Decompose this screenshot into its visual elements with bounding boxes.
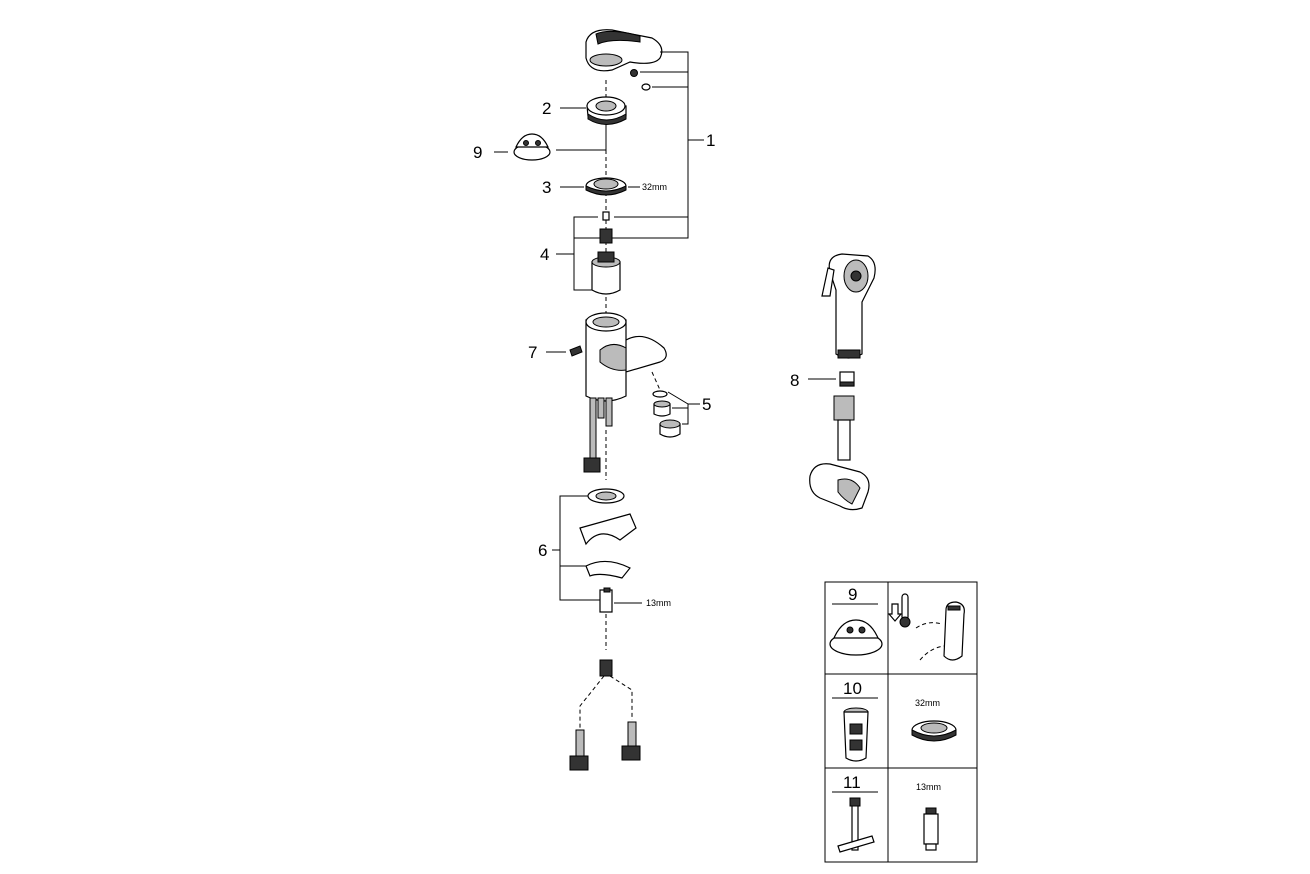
callout-3: 3 (542, 178, 551, 197)
temperature-limiter (513, 133, 551, 161)
callout-6: 6 (538, 541, 547, 560)
seal-ring-image (911, 720, 957, 742)
faucet-assembly: 1 2 3 4 5 6 7 9 32mm 13mm (473, 29, 715, 771)
callout-9: 9 (473, 143, 482, 162)
dimension-32mm: 32mm (642, 182, 667, 192)
lever-rotation-icon (915, 601, 965, 661)
mounting-kit (579, 488, 637, 613)
wrench-tool-image (837, 797, 875, 853)
callout-5: 5 (702, 395, 711, 414)
callout-8: 8 (790, 371, 799, 390)
dimension-13mm: 13mm (646, 598, 671, 608)
cover-cap (586, 96, 627, 125)
supply-hoses (583, 397, 613, 473)
hand-shower-assembly: 8 (790, 253, 876, 511)
shower-hose (833, 395, 855, 461)
parts-table-frame (824, 581, 978, 863)
parts-table: 9 10 (824, 581, 978, 863)
nut-13-image (923, 807, 939, 851)
cartridge-tool-image (843, 707, 869, 762)
parts-row-11-dimension: 13mm (916, 782, 941, 792)
parts-row-9: 9 (829, 585, 965, 661)
seal-ring-32 (585, 177, 627, 196)
callout-7: 7 (528, 343, 537, 362)
shower-holder (809, 463, 870, 511)
lower-hoses (569, 614, 641, 771)
handle-cap (641, 83, 651, 91)
shower-washer (839, 371, 855, 387)
cartridge (591, 211, 621, 295)
hand-shower-head (821, 253, 876, 359)
parts-row-11-number: 11 (843, 773, 861, 792)
callout-2: 2 (542, 99, 551, 118)
aerator (652, 390, 681, 438)
handle-screw (630, 69, 638, 77)
parts-row-10-number: 10 (843, 679, 862, 698)
callout-1: 1 (706, 131, 715, 150)
parts-row-11: 11 13mm (832, 773, 941, 853)
parts-row-9-number: 9 (848, 585, 857, 604)
temperature-icon (887, 593, 911, 628)
lever-handle (585, 29, 663, 72)
set-screw (569, 345, 583, 357)
parts-row-10-dimension: 32mm (915, 698, 940, 708)
faucet-body (585, 312, 667, 402)
parts-row-10: 10 32mm (832, 679, 957, 762)
callout-4: 4 (540, 245, 549, 264)
